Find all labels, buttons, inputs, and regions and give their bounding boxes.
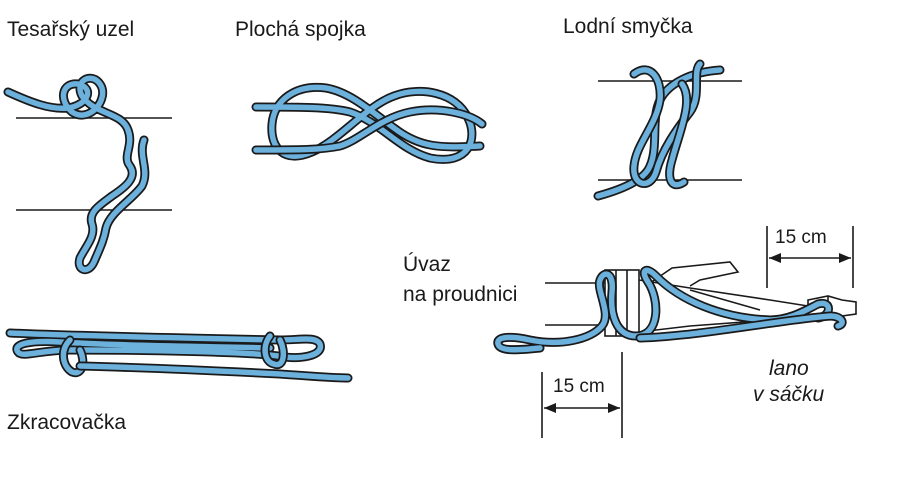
shortening-knot-title: Zkracovačka (7, 411, 127, 434)
carpenter-knot-figure (3, 73, 172, 275)
nozzle-handle (649, 261, 740, 287)
dimension-bottom-label: 15 cm (553, 376, 605, 397)
nozzle-hitch-title-line1: Úvaz (403, 253, 451, 276)
nozzle-hitch-title-line2: na proudnici (403, 283, 518, 306)
rope-in-bag-note-line2: v sáčku (753, 383, 825, 406)
clove-hitch-title: Lodní smyčka (563, 15, 693, 38)
nozzle-hitch-figure: 15 cm 15 cm (493, 226, 857, 438)
flat-knot-title: Plochá spojka (235, 18, 366, 41)
carpenter-knot-title: Tesařský uzel (7, 18, 135, 41)
rope-in-bag-note-line1: lano (769, 357, 809, 380)
clove-hitch-figure (593, 59, 742, 201)
shortening-knot-figure (5, 328, 353, 383)
flat-knot-figure (251, 82, 487, 164)
dimension-top-label: 15 cm (775, 227, 827, 248)
